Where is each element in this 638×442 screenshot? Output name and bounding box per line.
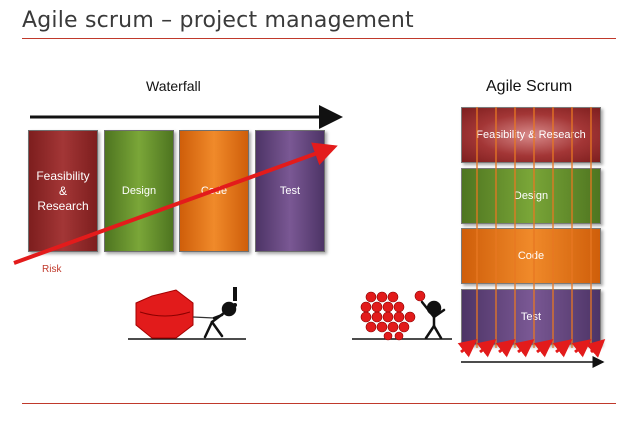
agile-feasibility-box: Feasibility & Research xyxy=(461,107,601,163)
slide-title: Agile scrum – project management xyxy=(22,8,414,33)
rope xyxy=(192,316,215,319)
agile-risk-arrows xyxy=(457,338,606,358)
bottom-divider xyxy=(22,403,616,404)
waterfall-heading: Waterfall xyxy=(146,78,201,94)
waterfall-feasibility-label: Feasibility & Research xyxy=(36,168,90,213)
agile-test-box: Test xyxy=(461,289,601,345)
agile-heading: Agile Scrum xyxy=(486,78,573,95)
agile-test-label: Test xyxy=(520,311,542,323)
agile-design-box: Design xyxy=(461,168,601,224)
juggled-ball xyxy=(414,290,426,302)
waterfall-design-box: Design xyxy=(104,130,174,252)
waterfall-risk-arrow xyxy=(13,142,338,265)
hexagon-cluster-icon xyxy=(360,291,416,341)
agile-design-label: Design xyxy=(513,190,549,202)
agile-code-box: Code xyxy=(461,228,601,284)
agile-code-label: Code xyxy=(517,250,545,262)
juggling-figure-icon xyxy=(420,300,446,340)
exclamation-icon xyxy=(233,287,237,307)
waterfall-test-label: Test xyxy=(279,184,301,197)
risk-label: Risk xyxy=(42,264,62,275)
agile-iteration-lines xyxy=(476,107,592,348)
waterfall-feasibility-box: Feasibility & Research xyxy=(28,130,98,252)
agile-feasibility-label: Feasibility & Research xyxy=(476,129,586,141)
waterfall-design-label: Design xyxy=(121,184,157,197)
red-boulder-icon xyxy=(135,289,194,339)
pushing-figure-icon xyxy=(203,301,237,339)
top-divider xyxy=(22,38,616,39)
